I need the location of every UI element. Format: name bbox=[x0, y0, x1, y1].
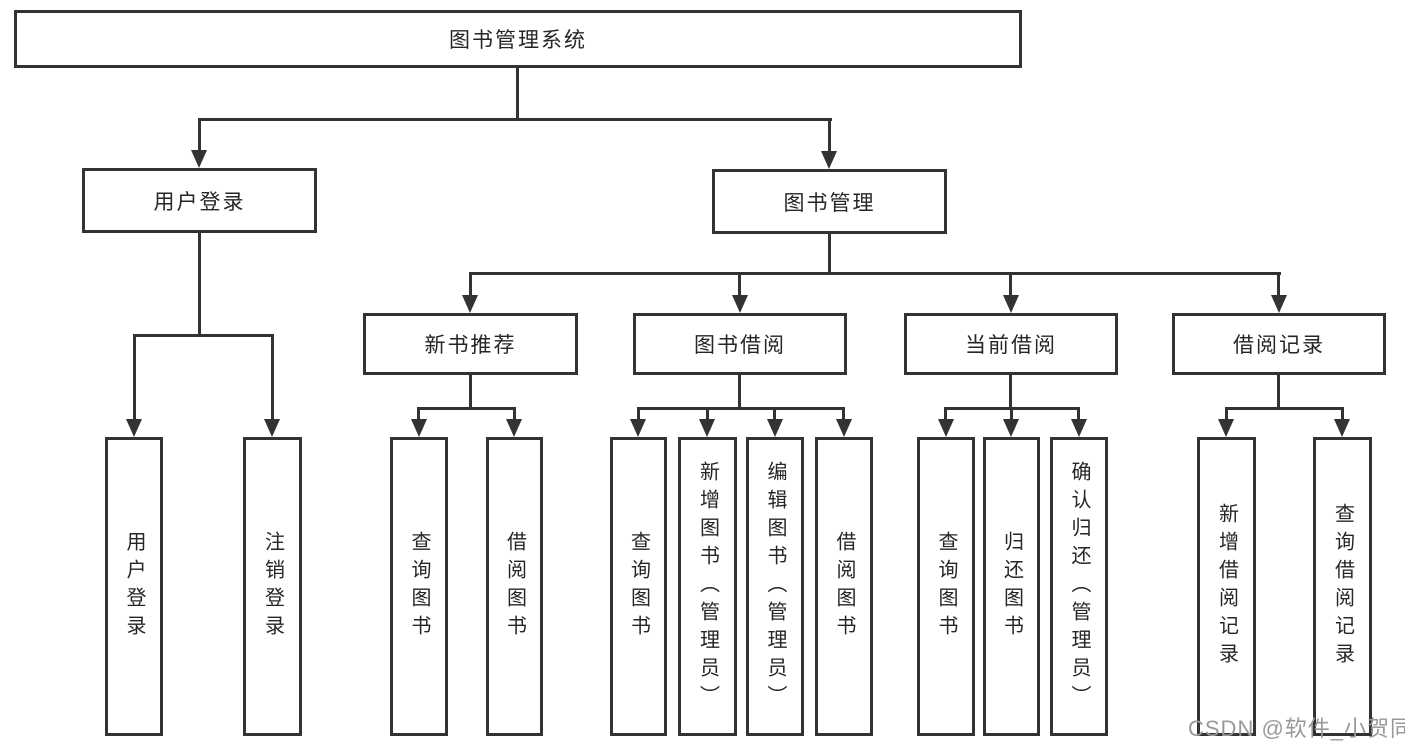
connector-line bbox=[944, 407, 947, 423]
node-current-borrow: 当前借阅 bbox=[904, 313, 1118, 375]
arrow-down-icon bbox=[821, 151, 837, 169]
node-user-login: 用户登录 bbox=[82, 168, 317, 233]
connector-line bbox=[1009, 272, 1012, 299]
connector-line bbox=[417, 407, 516, 410]
leaf-add-borrow-record-label: 新增借阅记录 bbox=[1215, 502, 1238, 671]
leaf-borrow-books-label: 借阅图书 bbox=[833, 530, 855, 643]
arrow-down-icon bbox=[1003, 295, 1019, 313]
arrow-down-icon bbox=[462, 295, 478, 313]
leaf-query-books-current-label: 查询图书 bbox=[935, 530, 957, 643]
arrow-down-icon bbox=[1218, 419, 1234, 437]
connector-line bbox=[469, 272, 1281, 275]
leaf-edit-books-admin: 编辑图书（管理员） bbox=[746, 437, 804, 736]
csdn-watermark: CSDN @软件_小贺同学 bbox=[1188, 716, 1405, 741]
connector-line bbox=[842, 407, 845, 423]
arrow-down-icon bbox=[767, 419, 783, 437]
connector-line bbox=[1277, 375, 1280, 410]
arrow-down-icon bbox=[506, 419, 522, 437]
arrow-down-icon bbox=[732, 295, 748, 313]
connector-line bbox=[738, 375, 741, 410]
connector-line bbox=[271, 334, 274, 423]
arrow-down-icon bbox=[1271, 295, 1287, 313]
connector-line bbox=[738, 272, 741, 299]
arrow-down-icon bbox=[264, 419, 280, 437]
connector-line bbox=[1077, 407, 1080, 423]
connector-line bbox=[417, 407, 420, 423]
connector-line bbox=[198, 118, 832, 121]
node-new-book-recommend: 新书推荐 bbox=[363, 313, 578, 375]
connector-line bbox=[133, 334, 136, 423]
arrow-down-icon bbox=[1334, 419, 1350, 437]
leaf-add-books-admin-label: 新增图书（管理员） bbox=[696, 460, 719, 713]
connector-line bbox=[828, 234, 831, 275]
connector-line bbox=[198, 233, 201, 337]
leaf-add-books-admin: 新增图书（管理员） bbox=[678, 437, 737, 736]
node-new-book-recommend-label: 新书推荐 bbox=[424, 334, 517, 357]
arrow-down-icon bbox=[126, 419, 142, 437]
connector-line bbox=[1225, 407, 1344, 410]
node-book-borrow: 图书借阅 bbox=[633, 313, 847, 375]
leaf-user-login: 用户登录 bbox=[105, 437, 163, 736]
leaf-query-books-borrow: 查询图书 bbox=[610, 437, 667, 736]
node-borrow-records-label: 借阅记录 bbox=[1233, 334, 1325, 357]
leaf-query-borrow-record-label: 查询借阅记录 bbox=[1331, 502, 1354, 671]
connector-line bbox=[1010, 407, 1013, 423]
leaf-add-borrow-record: 新增借阅记录 bbox=[1197, 437, 1256, 736]
connector-line bbox=[198, 118, 201, 154]
connector-line bbox=[1341, 407, 1344, 423]
connector-line bbox=[133, 334, 274, 337]
connector-line bbox=[706, 407, 709, 423]
connector-line bbox=[828, 118, 831, 155]
node-user-login-label: 用户登录 bbox=[153, 190, 246, 214]
leaf-user-login-label: 用户登录 bbox=[123, 530, 145, 643]
node-root-label: 图书管理系统 bbox=[449, 29, 587, 52]
leaf-borrow-books-recommend: 借阅图书 bbox=[486, 437, 543, 736]
connector-line bbox=[469, 375, 472, 410]
node-root: 图书管理系统 bbox=[14, 10, 1022, 68]
connector-line bbox=[637, 407, 640, 423]
leaf-edit-books-admin-label: 编辑图书（管理员） bbox=[764, 460, 786, 713]
leaf-query-borrow-record: 查询借阅记录 bbox=[1313, 437, 1372, 736]
connector-line bbox=[637, 407, 845, 410]
leaf-return-books-label: 归还图书 bbox=[1000, 530, 1023, 643]
connector-line bbox=[773, 407, 776, 423]
connector-line bbox=[516, 68, 519, 121]
arrow-down-icon bbox=[836, 419, 852, 437]
leaf-return-books: 归还图书 bbox=[983, 437, 1040, 736]
node-book-management-label: 图书管理 bbox=[783, 191, 876, 215]
arrow-down-icon bbox=[1071, 419, 1087, 437]
node-book-management: 图书管理 bbox=[712, 169, 947, 234]
leaf-confirm-return-admin-label: 确认归还（管理员） bbox=[1068, 460, 1090, 713]
connector-line bbox=[469, 272, 472, 299]
arrow-down-icon bbox=[411, 419, 427, 437]
leaf-borrow-books-recommend-label: 借阅图书 bbox=[503, 530, 526, 643]
leaf-query-books-borrow-label: 查询图书 bbox=[627, 530, 650, 643]
leaf-borrow-books: 借阅图书 bbox=[815, 437, 873, 736]
connector-line bbox=[1225, 407, 1228, 423]
connector-line bbox=[1009, 375, 1012, 410]
arrow-down-icon bbox=[630, 419, 646, 437]
node-current-borrow-label: 当前借阅 bbox=[965, 334, 1057, 357]
connector-line bbox=[513, 407, 516, 423]
connector-line bbox=[1277, 272, 1280, 299]
leaf-confirm-return-admin: 确认归还（管理员） bbox=[1050, 437, 1108, 736]
node-book-borrow-label: 图书借阅 bbox=[694, 334, 786, 357]
node-borrow-records: 借阅记录 bbox=[1172, 313, 1386, 375]
leaf-logout: 注销登录 bbox=[243, 437, 302, 736]
leaf-query-books-current: 查询图书 bbox=[917, 437, 975, 736]
leaf-logout-label: 注销登录 bbox=[261, 530, 284, 643]
arrow-down-icon bbox=[938, 419, 954, 437]
leaf-query-books-recommend: 查询图书 bbox=[390, 437, 448, 736]
arrow-down-icon bbox=[191, 150, 207, 168]
arrow-down-icon bbox=[699, 419, 715, 437]
arrow-down-icon bbox=[1003, 419, 1019, 437]
leaf-query-books-recommend-label: 查询图书 bbox=[408, 530, 430, 643]
